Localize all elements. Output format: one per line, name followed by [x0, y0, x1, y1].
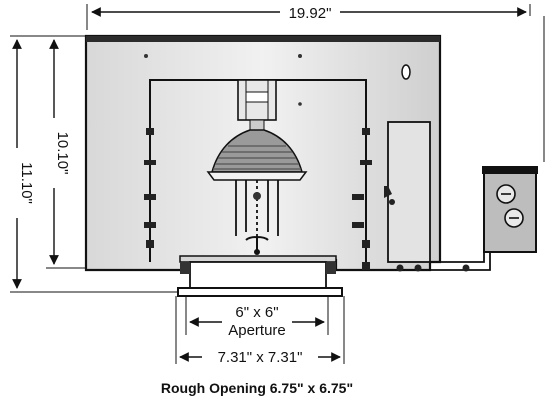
trim-size-label: 7.31" x 7.31" [218, 349, 303, 366]
housing-top-edge [86, 36, 440, 42]
rail-fittings [362, 262, 470, 272]
hanger-rods [235, 180, 279, 248]
knockout-oval [401, 64, 411, 80]
overall-width-label: 19.92" [289, 5, 332, 22]
lamp-socket [237, 79, 277, 131]
trim-dimension: 7.31" x 7.31" [175, 296, 345, 366]
adjuster-knob [245, 192, 269, 255]
rough-opening-caption: Rough Opening 6.75" x 6.75" [161, 380, 353, 396]
housing-height-label: 10.10" [54, 132, 71, 175]
aperture-dimension: 6" x 6" Aperture [185, 296, 329, 339]
trim-ring [177, 255, 343, 297]
aperture-label: Aperture [228, 322, 286, 339]
lamp-reflector [206, 129, 308, 181]
frame-clips [144, 128, 372, 248]
aperture-size-label: 6" x 6" [235, 304, 278, 321]
wiring-compartment [384, 121, 431, 263]
junction-box [482, 166, 538, 253]
housing-height-dimension: 10.10" [46, 35, 86, 269]
overall-width-dimension: 19.92" [86, 4, 531, 30]
overall-height-label: 11.10" [18, 162, 35, 204]
